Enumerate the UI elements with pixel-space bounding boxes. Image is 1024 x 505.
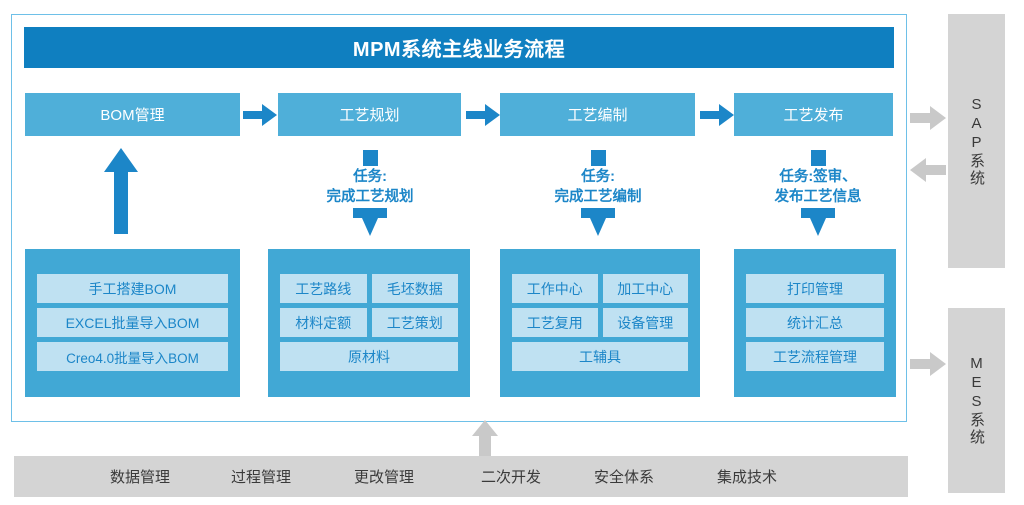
planning-panel-cells: 工艺路线 毛坯数据 材料定额 工艺策划 原材料 (280, 274, 458, 371)
module-cell[interactable]: EXCEL批量导入BOM (37, 308, 228, 337)
module-cell[interactable]: 工作中心 (512, 274, 598, 303)
panel-row: 原材料 (280, 342, 458, 371)
module-cell[interactable]: 材料定额 (280, 308, 367, 337)
module-cell[interactable]: 打印管理 (746, 274, 884, 303)
bom-panel: 手工搭建BOM EXCEL批量导入BOM Creo4.0批量导入BOM (25, 249, 240, 397)
stage-box-process-authoring[interactable]: 工艺编制 (500, 93, 695, 136)
external-system-sap[interactable]: SAP系统 (948, 14, 1005, 268)
authoring-panel-cells: 工作中心 加工中心 工艺复用 设备管理 工辅具 (512, 274, 688, 371)
arrow-up-bom-icon (104, 148, 138, 234)
module-cell[interactable]: 工艺路线 (280, 274, 367, 303)
panel-row: 工艺复用 设备管理 (512, 308, 688, 337)
task-stem (590, 150, 606, 166)
arrow-to-mes-icon (910, 352, 946, 376)
stage-box-process-planning[interactable]: 工艺规划 (278, 93, 461, 136)
task-annotation-authoring: 任务: 完成工艺编制 (528, 150, 668, 236)
module-cell[interactable]: 毛坯数据 (371, 274, 458, 303)
page-title: MPM系统主线业务流程 (24, 27, 894, 68)
module-cell[interactable]: 工艺策划 (371, 308, 458, 337)
task-line-2: 完成工艺编制 (554, 189, 642, 205)
task-line-1: 任务:签审、 (779, 169, 857, 185)
panel-row: 工作中心 加工中心 (512, 274, 688, 303)
panel-row: 工艺流程管理 (746, 342, 884, 371)
arrow-to-sap-icon (910, 106, 946, 130)
authoring-panel: 工作中心 加工中心 工艺复用 设备管理 工辅具 (500, 249, 700, 397)
arrow-from-sap-icon (910, 158, 946, 182)
stage-box-bom[interactable]: BOM管理 (25, 93, 240, 136)
panel-row: 工艺路线 毛坯数据 (280, 274, 458, 303)
arrow-down-icon (353, 208, 387, 236)
panel-row: 打印管理 (746, 274, 884, 303)
flow-arrow-right-icon (466, 104, 500, 126)
panel-row: Creo4.0批量导入BOM (37, 342, 228, 371)
foundation-item-security-system[interactable]: 安全体系 (594, 469, 655, 486)
foundation-item-integration-technology[interactable]: 集成技术 (717, 469, 778, 486)
module-cell[interactable]: 加工中心 (602, 274, 688, 303)
foundation-item-secondary-development[interactable]: 二次开发 (481, 469, 542, 486)
panel-row: EXCEL批量导入BOM (37, 308, 228, 337)
panel-row: 手工搭建BOM (37, 274, 228, 303)
task-annotation-planning: 任务: 完成工艺规划 (300, 150, 440, 236)
module-cell[interactable]: 统计汇总 (746, 308, 884, 337)
flow-arrow-right-icon (243, 104, 277, 126)
task-line-1: 任务: (581, 169, 615, 185)
flow-arrow-right-icon (700, 104, 734, 126)
module-cell[interactable]: 工辅具 (512, 342, 688, 371)
task-line-2: 发布工艺信息 (774, 189, 862, 205)
arrow-down-icon (801, 208, 835, 236)
module-cell[interactable]: 原材料 (280, 342, 458, 371)
task-line-1: 任务: (353, 169, 387, 185)
module-cell[interactable]: 手工搭建BOM (37, 274, 228, 303)
external-system-mes[interactable]: MES系统 (948, 308, 1005, 493)
module-cell[interactable]: 工艺复用 (512, 308, 598, 337)
panel-row: 材料定额 工艺策划 (280, 308, 458, 337)
foundation-item-process-management[interactable]: 过程管理 (231, 469, 292, 486)
task-line-2: 完成工艺规划 (326, 189, 414, 205)
panel-row: 统计汇总 (746, 308, 884, 337)
bom-panel-cells: 手工搭建BOM EXCEL批量导入BOM Creo4.0批量导入BOM (37, 274, 228, 371)
release-panel-cells: 打印管理 统计汇总 工艺流程管理 (746, 274, 884, 371)
task-stem (362, 150, 378, 166)
foundation-item-data-management[interactable]: 数据管理 (110, 469, 171, 486)
task-stem (810, 150, 826, 166)
module-cell[interactable]: 设备管理 (602, 308, 688, 337)
module-cell[interactable]: Creo4.0批量导入BOM (37, 342, 228, 371)
arrow-down-icon (581, 208, 615, 236)
foundation-item-change-management[interactable]: 更改管理 (354, 469, 415, 486)
planning-panel: 工艺路线 毛坯数据 材料定额 工艺策划 原材料 (268, 249, 470, 397)
release-panel: 打印管理 统计汇总 工艺流程管理 (734, 249, 896, 397)
panel-row: 工辅具 (512, 342, 688, 371)
module-cell[interactable]: 工艺流程管理 (746, 342, 884, 371)
task-annotation-release: 任务:签审、 发布工艺信息 (748, 150, 888, 236)
stage-box-process-release[interactable]: 工艺发布 (734, 93, 893, 136)
arrow-up-foundation-icon (472, 420, 498, 460)
foundation-bar: 数据管理 过程管理 更改管理 二次开发 安全体系 集成技术 (14, 456, 908, 497)
